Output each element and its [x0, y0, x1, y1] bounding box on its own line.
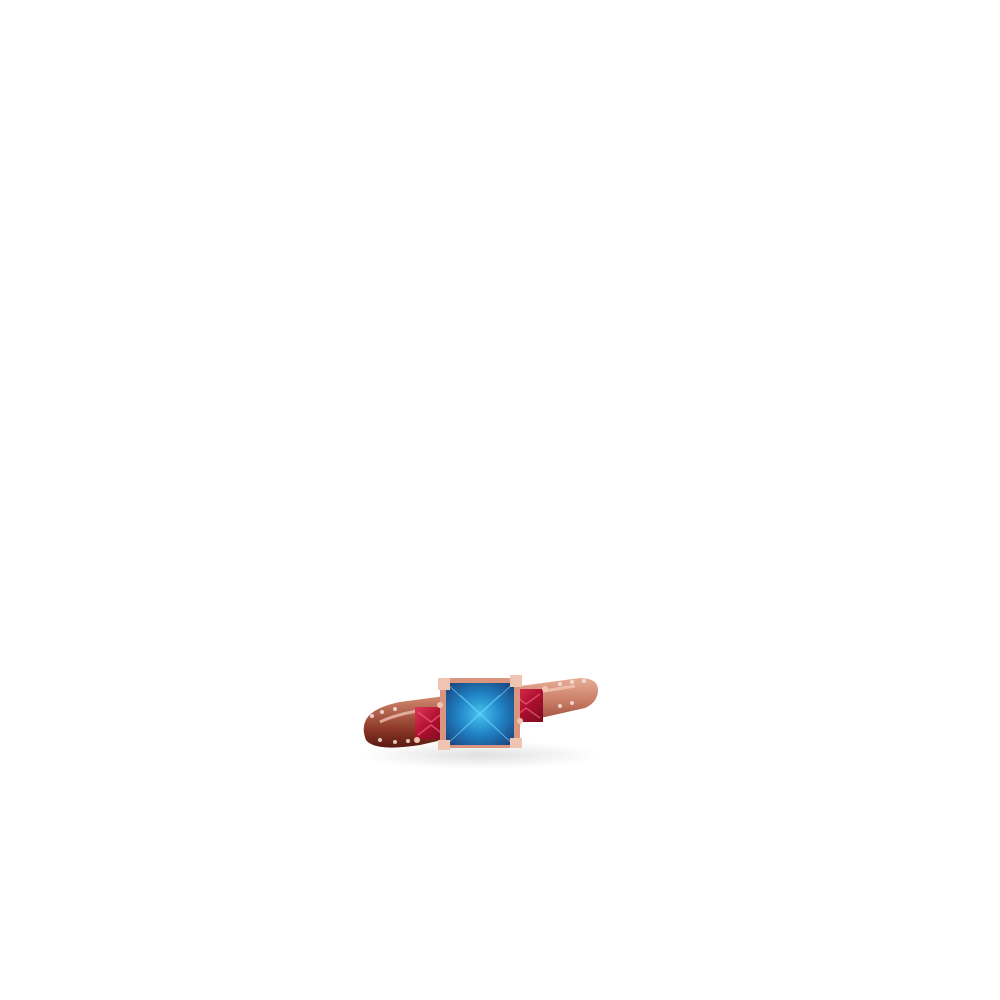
stone-facets [445, 682, 515, 746]
prongs [414, 675, 548, 750]
pave-diamonds [370, 679, 586, 744]
shadow [360, 741, 600, 769]
